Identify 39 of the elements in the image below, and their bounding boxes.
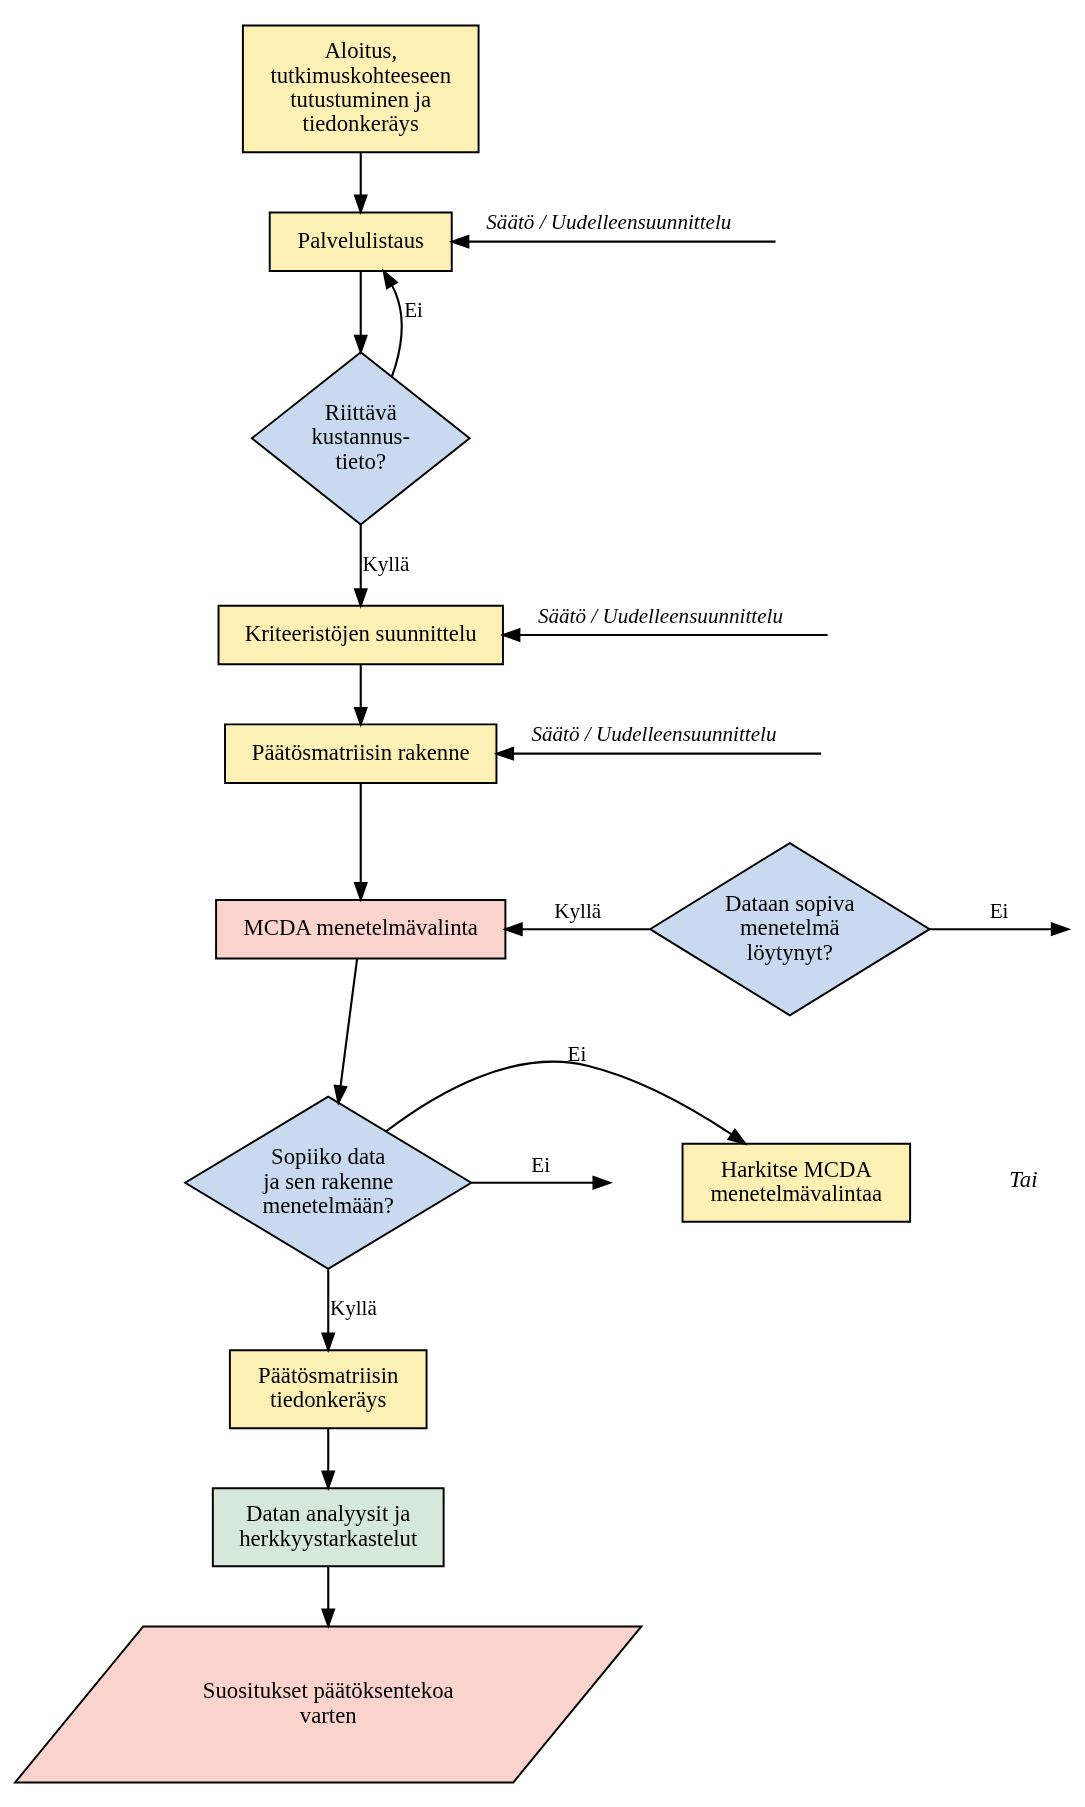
edge-label: Kyllä [329,1295,377,1320]
label: Tai [1009,1166,1038,1192]
arrow [493,746,822,761]
arrow [448,234,776,249]
arrow [502,921,650,936]
node-diamond: Riittävä kustannus- tieto? [250,350,472,526]
node-diamond: Sopiiko data ja sen rakenne menetelmään? [183,1094,474,1270]
arrow [321,1268,336,1353]
edge-label: Kyllä [362,551,410,576]
node-box: Kriteeristöjen suunnittelu [217,604,504,665]
arrow [353,152,368,215]
edge-label: Ei [567,1042,587,1066]
arrow [333,957,359,1106]
edge-label: Säätö / Uudelleensuunnittelu [537,603,783,628]
edge-label: Säätö / Uudelleensuunnittelu [486,209,732,234]
arrow [499,627,828,642]
arrow [382,267,403,377]
arrow [353,270,368,355]
node-box: Päätösmatriisin rakenne [224,722,498,784]
arrow [471,1175,613,1190]
arrow [321,1566,336,1629]
node-box: Päätösmatriisin tiedonkeräys [228,1348,428,1429]
edge-label: Säätö / Uudelleensuunnittelu [531,721,777,746]
arrow [353,782,368,903]
edge-label: Ei [989,898,1009,923]
arrow [321,1427,336,1491]
edge-label: Ei [404,297,423,322]
node-box: MCDA menetelmävalinta [215,898,507,959]
arrow [353,524,368,609]
node-diamond: Dataan sopiva menetelmä löytynyt? [648,841,932,1016]
arrow [385,1060,748,1145]
edge-label: Kyllä [554,898,602,923]
node-box: Aloitus, tutkimuskohteeseen tutustuminen ja tiedonkeräys [241,24,480,153]
node-box: Harkitse MCDA menetelmävalintaa [681,1142,912,1223]
node-box: Datan analyysit ja herkkyystarkastelut [211,1486,445,1567]
edge-label: Ei [531,1152,551,1177]
node-box: Palvelulistaus [268,210,453,272]
arrow [353,664,368,728]
arrow [929,921,1072,936]
